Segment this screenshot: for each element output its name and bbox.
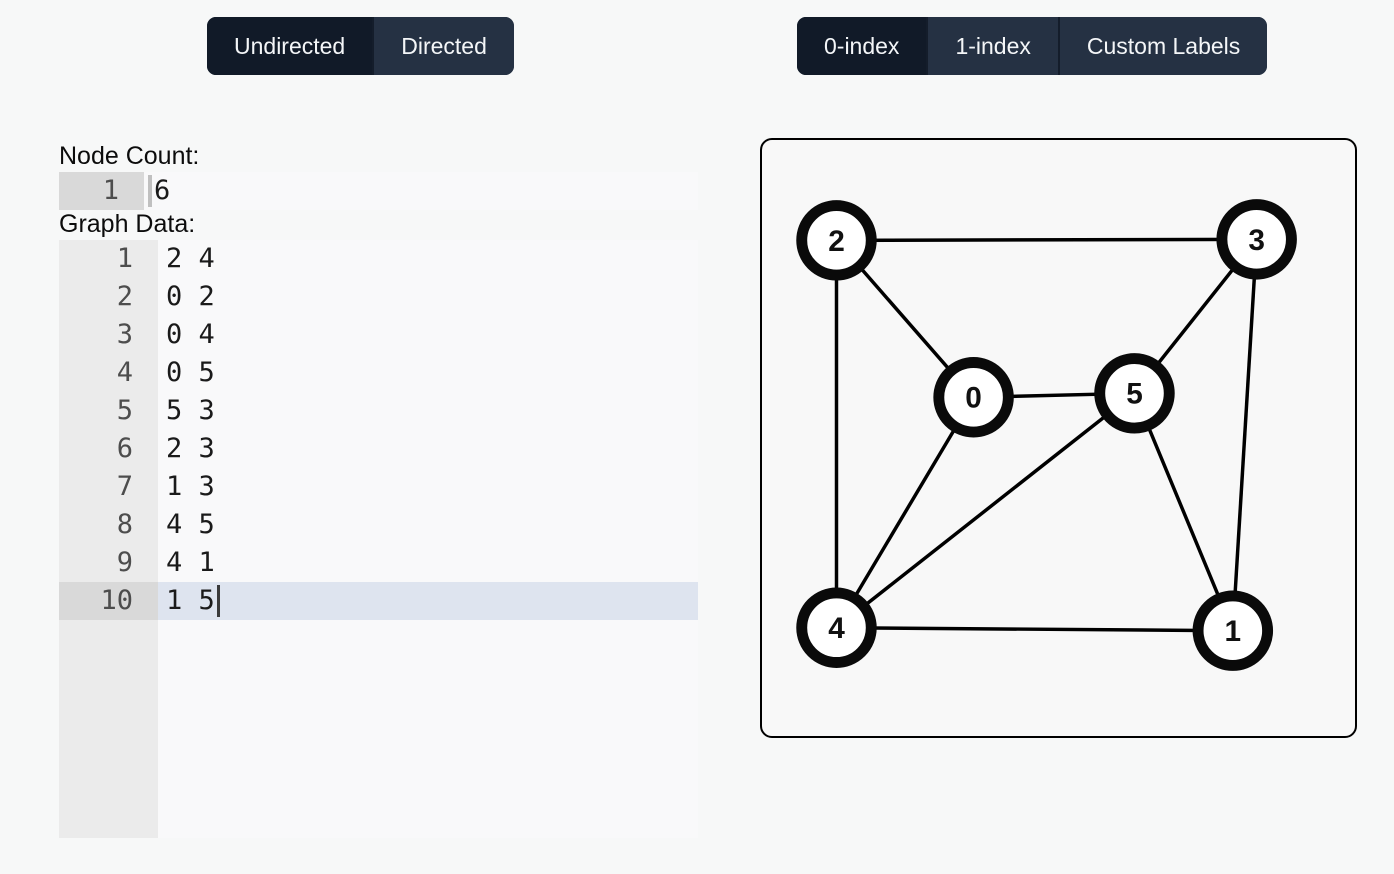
line-number: 5: [116, 395, 133, 426]
line-number: 8: [116, 509, 133, 540]
line-number: 2: [116, 281, 133, 312]
graph-edge-2-3: [836, 237, 1257, 243]
editor-line-8[interactable]: 8 4 5: [59, 506, 698, 544]
direction-toggle-option-directed[interactable]: Directed: [372, 17, 514, 75]
inactive-text-cursor: [148, 175, 152, 207]
node-count-editor[interactable]: 1 6: [59, 172, 698, 210]
editor-line-1[interactable]: 1 2 4: [59, 240, 698, 278]
graph-node-2[interactable]: 2: [796, 200, 877, 281]
graph-edge-4-5: [835, 391, 1136, 630]
line-number: 1: [116, 243, 133, 274]
indexing-toggle-option-1-index[interactable]: 1-index: [926, 17, 1058, 75]
edge-pair-text: 1 5: [166, 585, 215, 616]
graph-node-5[interactable]: 5: [1094, 353, 1175, 434]
edge-pair-text: 1 3: [166, 471, 215, 502]
edge-pair-text: 0 2: [166, 281, 215, 312]
direction-toggle-option-undirected[interactable]: Undirected: [207, 17, 373, 75]
editor-line-9[interactable]: 9 4 1: [59, 544, 698, 582]
editor-line-4[interactable]: 4 0 5: [59, 354, 698, 392]
graph-data-gutter: [59, 240, 158, 838]
graph-edge-0-4: [835, 396, 976, 629]
graph-data-label: Graph Data:: [59, 210, 196, 238]
edge-pair-text: 4 1: [166, 547, 215, 578]
indexing-toggle-option-custom-labels[interactable]: Custom Labels: [1057, 17, 1268, 75]
graph-node-1[interactable]: 1: [1192, 590, 1274, 671]
line-number: 10: [59, 582, 158, 620]
graph-edge-1-3: [1231, 239, 1259, 631]
editor-line-5[interactable]: 5 5 3: [59, 392, 698, 430]
editor-line-3[interactable]: 3 0 4: [59, 316, 698, 354]
edge-pair-text: 0 4: [166, 319, 215, 350]
editor-line-7[interactable]: 7 1 3: [59, 468, 698, 506]
editor-line-6[interactable]: 6 2 3: [59, 430, 698, 468]
line-number: 9: [116, 547, 133, 578]
editor-line-2[interactable]: 2 0 2: [59, 278, 698, 316]
edge-pair-text: 4 5: [166, 509, 215, 540]
indexing-toggle-option-0-index[interactable]: 0-index: [797, 17, 927, 75]
edge-pair-text: 2 4: [166, 243, 215, 274]
graph-node-0[interactable]: 0: [933, 357, 1014, 438]
graph-edge-1-5: [1132, 392, 1235, 632]
text-cursor: [216, 585, 220, 617]
line-number: 7: [116, 471, 133, 502]
graph-edge-4-1: [836, 625, 1233, 633]
edge-pair-text: 2 3: [166, 433, 215, 464]
line-number: 6: [116, 433, 133, 464]
graph-data-editor[interactable]: 1 2 4 2 0 2 3 0 4 4 0 5 5 5 3 6 2 3 7 1 3 8 4 5 9 4 1 10 1 …: [59, 240, 698, 838]
node-count-label: Node Count:: [59, 142, 200, 170]
line-number: 3: [116, 319, 133, 350]
node-count-line[interactable]: 1 6: [59, 172, 698, 210]
line-number: 4: [116, 357, 133, 388]
graph-node-4[interactable]: 4: [796, 587, 877, 668]
edge-pair-text: 5 3: [166, 395, 215, 426]
node-count-value: 6: [154, 175, 171, 206]
graph-node-3[interactable]: 3: [1216, 199, 1297, 280]
edge-pair-text: 0 5: [166, 357, 215, 388]
editor-line-10[interactable]: 10 1 5: [59, 582, 698, 620]
line-number: 1: [59, 172, 144, 210]
